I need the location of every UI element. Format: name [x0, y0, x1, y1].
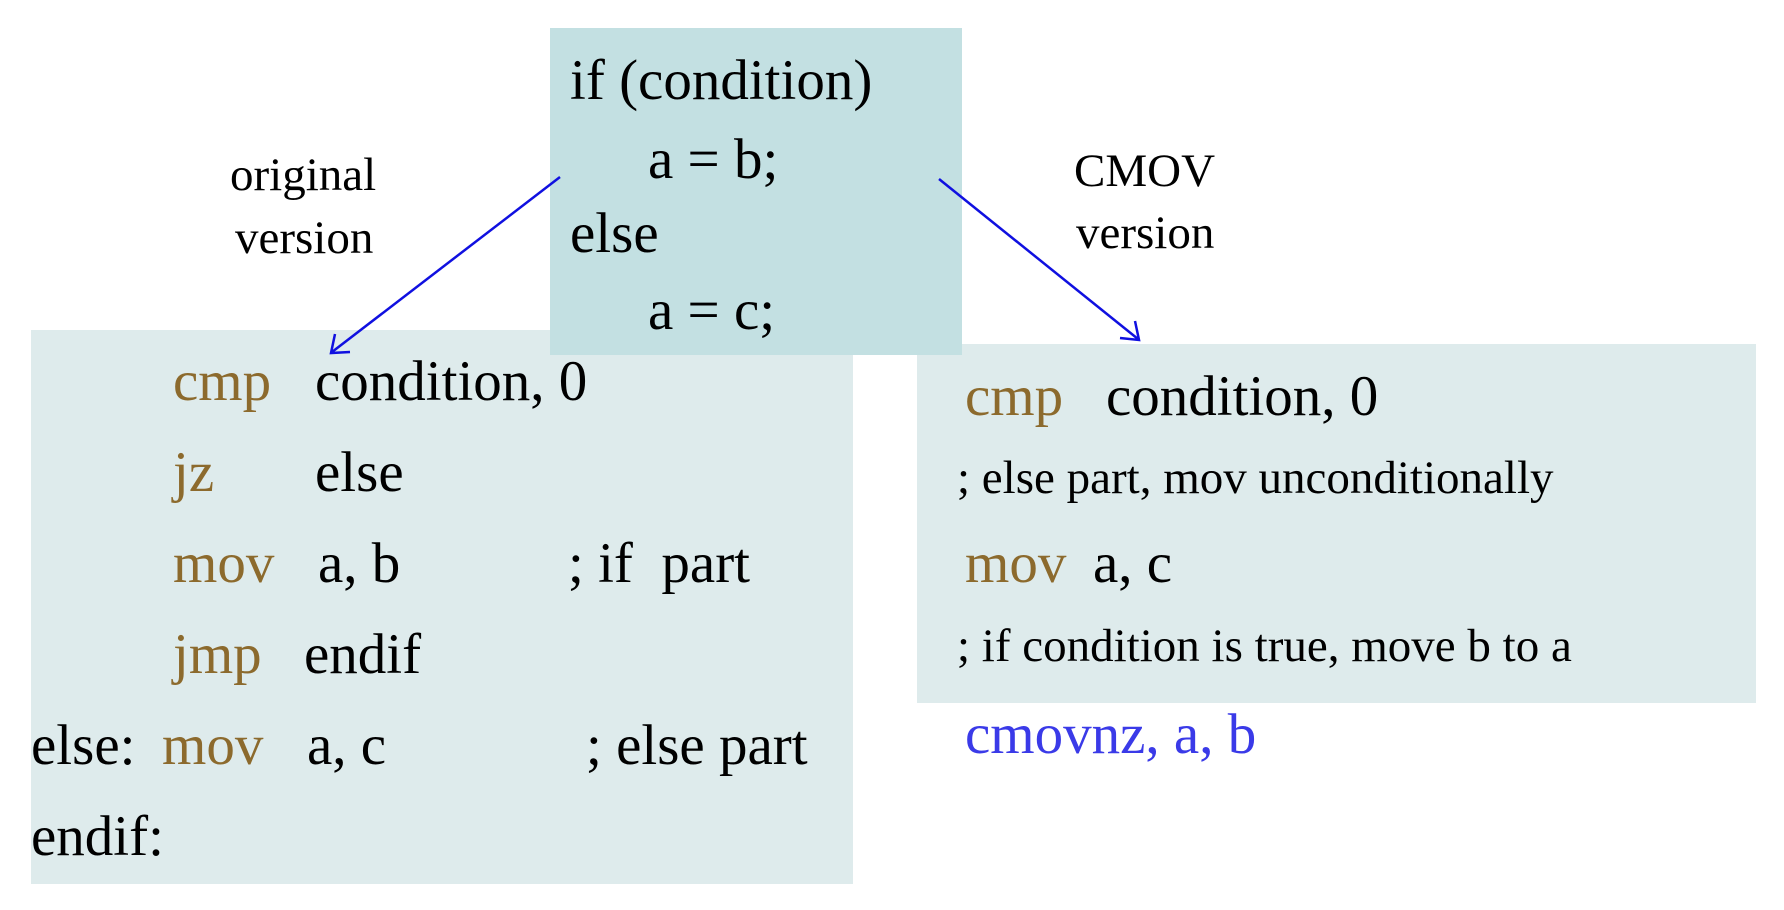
operands: endif: [304, 623, 422, 686]
opcode: mov: [173, 532, 275, 595]
arrow-to-cmov: [938, 178, 1141, 342]
source-line: a = b;: [648, 128, 779, 191]
original-label: original: [230, 149, 377, 201]
comment: ; if part: [568, 532, 751, 595]
opcode: jz: [173, 441, 215, 504]
arrow-to-original: [329, 176, 561, 355]
original-version-box: [31, 330, 853, 884]
label: endif:: [31, 805, 164, 868]
cmov-label: CMOV: [1074, 145, 1216, 197]
label: else:: [31, 714, 136, 777]
source-line: else: [570, 202, 659, 265]
operands: a, c: [1093, 532, 1173, 595]
source-line: if (condition): [570, 49, 873, 112]
cmov-version-box: [917, 344, 1756, 703]
comment: ; else part: [586, 714, 808, 777]
operands: condition, 0: [1106, 365, 1379, 428]
comment: ; if condition is true, move b to a: [957, 620, 1572, 672]
source-line: a = c;: [648, 279, 776, 342]
opcode: jmp: [173, 623, 262, 686]
operands: a, b: [318, 532, 401, 595]
opcode: cmp: [173, 350, 272, 413]
original-label: version: [235, 212, 374, 264]
opcode: mov: [965, 532, 1067, 595]
operands: condition, 0: [315, 350, 588, 413]
opcode: mov: [162, 714, 264, 777]
comment: ; else part, mov unconditionally: [957, 452, 1554, 504]
cmov-instruction: cmovnz, a, b: [965, 703, 1257, 766]
operands: else: [315, 441, 404, 504]
operands: a, c: [307, 714, 387, 777]
source-code-box: [550, 28, 962, 355]
opcode: cmp: [965, 365, 1064, 428]
cmov-label: version: [1076, 207, 1215, 259]
